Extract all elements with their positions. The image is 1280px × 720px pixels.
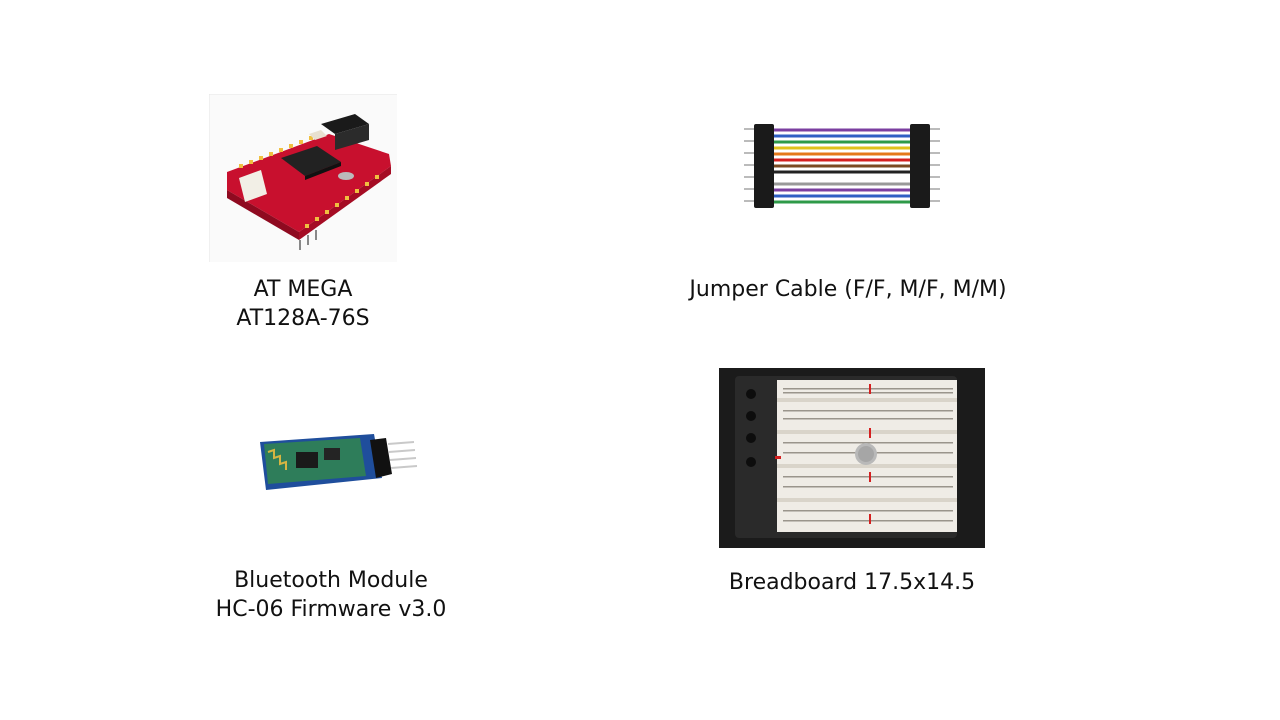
breadboard-image	[719, 368, 985, 548]
jumper-caption: Jumper Cable (F/F, M/F, M/M)	[660, 275, 1036, 304]
caption-line: AT MEGA	[253, 277, 353, 302]
caption-line: AT128A-76S	[236, 306, 370, 331]
caption-line: Jumper Cable (F/F, M/F, M/M)	[689, 277, 1007, 302]
caption-line: Breadboard 17.5x14.5	[728, 570, 976, 595]
breadboard-caption: Breadboard 17.5x14.5	[712, 568, 992, 597]
caption-line: Bluetooth Module	[234, 568, 428, 593]
atmega-caption: AT MEGA AT128A-76S	[203, 275, 403, 333]
jumper-cable-image	[744, 120, 940, 214]
bluetooth-caption: Bluetooth Module HC-06 Firmware v3.0	[200, 566, 462, 624]
bluetooth-module-image	[252, 432, 418, 494]
caption-line: HC-06 Firmware v3.0	[215, 597, 447, 622]
atmega-board-image	[209, 94, 397, 262]
